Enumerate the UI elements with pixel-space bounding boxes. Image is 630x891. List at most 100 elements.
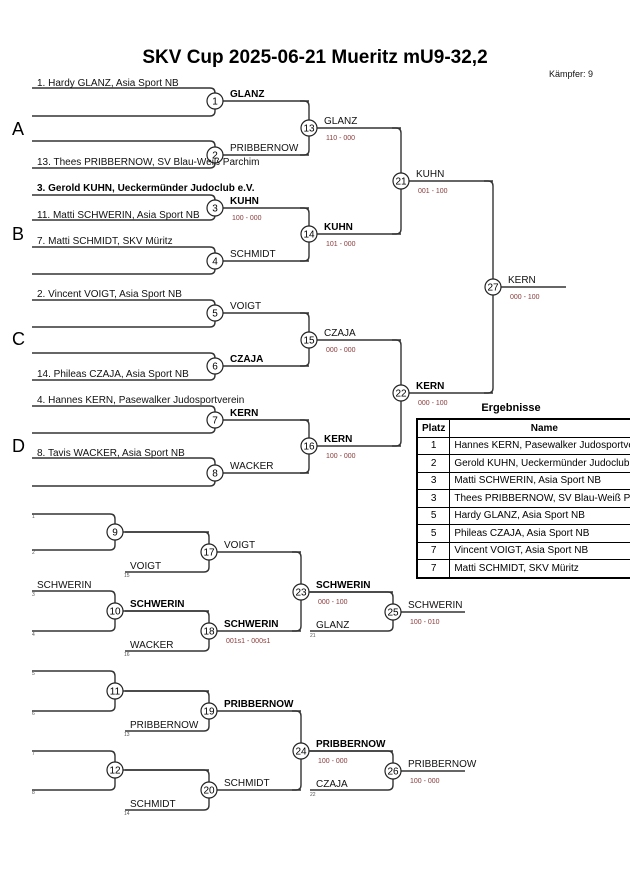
match-score: 000 - 100 (510, 294, 540, 301)
match-circle[interactable] (206, 199, 224, 217)
match-circle[interactable] (106, 682, 124, 700)
result-place: 1 (416, 436, 451, 455)
source-ref: 3 (32, 592, 35, 598)
bracket-line-12 (32, 750, 116, 791)
match-winner: PRIBBERNOW (316, 739, 386, 750)
match-15[interactable]: 15 (300, 331, 318, 349)
source-ref: 15 (124, 573, 130, 579)
match-18[interactable]: 18 (200, 622, 218, 640)
match-circle[interactable] (292, 583, 310, 601)
match-26[interactable]: 26 (384, 762, 402, 780)
match-circle[interactable] (384, 762, 402, 780)
match-circle[interactable] (206, 304, 224, 322)
match-11[interactable]: 11 (106, 682, 124, 700)
match-21[interactable]: 21 (392, 172, 410, 190)
result-place: 3 (416, 489, 451, 508)
match-14[interactable]: 14 (300, 225, 318, 243)
match-5[interactable]: 5 (206, 304, 224, 322)
match-24[interactable]: 24 (292, 742, 310, 760)
pool-d-label: D (12, 436, 25, 456)
bracket-line-4 (32, 246, 216, 275)
bracket-line-8 (32, 457, 216, 487)
source-ref: 13 (124, 732, 130, 738)
match-16[interactable]: 16 (300, 437, 318, 455)
result-name: Hardy GLANZ, Asia Sport NB (449, 506, 630, 525)
match-20[interactable]: 20 (200, 781, 218, 799)
match-circle[interactable] (200, 702, 218, 720)
match-1[interactable]: 1 (206, 92, 224, 110)
entry-fighter: 3. Gerold KUHN, Ueckermünder Judoclub e.… (37, 183, 255, 194)
repechage-entry: SCHMIDT (130, 799, 176, 810)
match-circle[interactable] (200, 781, 218, 799)
match-circle[interactable] (300, 225, 318, 243)
match-winner: PRIBBERNOW (224, 699, 294, 710)
match-27[interactable]: 27 (484, 278, 502, 296)
match-9[interactable]: 9 (106, 523, 124, 541)
entry-fighter: 1. Hardy GLANZ, Asia Sport NB (37, 78, 179, 89)
match-23[interactable]: 23 (292, 583, 310, 601)
match-circle[interactable] (106, 523, 124, 541)
match-circle[interactable] (206, 146, 224, 164)
match-circle[interactable] (300, 119, 318, 137)
match-circle[interactable] (106, 602, 124, 620)
match-circle[interactable] (392, 172, 410, 190)
match-circle[interactable] (484, 278, 502, 296)
match-circle[interactable] (384, 603, 402, 621)
match-winner: WACKER (230, 461, 274, 472)
entry-fighter: 13. Thees PRIBBERNOW, SV Blau-Weiß Parch… (37, 157, 259, 168)
match-19[interactable]: 19 (200, 702, 218, 720)
source-ref: 7 (32, 751, 35, 757)
match-number: 25 (387, 608, 399, 619)
match-17[interactable]: 17 (200, 543, 218, 561)
result-place: 7 (416, 559, 451, 578)
match-10[interactable]: 10 (106, 602, 124, 620)
match-6[interactable]: 6 (206, 357, 224, 375)
match-number: 22 (395, 389, 407, 400)
source-ref: 6 (32, 711, 35, 717)
match-circle[interactable] (106, 761, 124, 779)
match-circle[interactable] (206, 411, 224, 429)
match-25[interactable]: 25 (384, 603, 402, 621)
match-number: 23 (295, 588, 307, 599)
match-circle[interactable] (300, 331, 318, 349)
match-winner: SCHMIDT (224, 778, 270, 789)
match-4[interactable]: 4 (206, 252, 224, 270)
match-8[interactable]: 8 (206, 464, 224, 482)
source-ref: 2 (32, 550, 35, 556)
match-circle[interactable] (392, 384, 410, 402)
match-number: 24 (295, 747, 307, 758)
bracket-line-9 (32, 513, 116, 551)
match-circle[interactable] (200, 622, 218, 640)
match-22[interactable]: 22 (392, 384, 410, 402)
match-number: 7 (212, 416, 218, 427)
match-circle[interactable] (200, 543, 218, 561)
match-winner: KUHN (230, 196, 259, 207)
fighters-count: Kämpfer: 9 (549, 69, 593, 79)
match-13[interactable]: 13 (300, 119, 318, 137)
match-3[interactable]: 3 (206, 199, 224, 217)
pool-b-label: B (12, 224, 24, 244)
match-2[interactable]: 2 (206, 146, 224, 164)
match-circle[interactable] (206, 92, 224, 110)
match-winner: VOIGT (230, 301, 261, 312)
match-circle[interactable] (206, 357, 224, 375)
match-winner: SCHWERIN (224, 619, 278, 630)
match-winner: SCHWERIN (316, 580, 370, 591)
match-score: 100 - 000 (232, 215, 262, 222)
source-ref: 16 (124, 652, 130, 658)
match-winner: KERN (416, 381, 444, 392)
match-number: 5 (212, 309, 218, 320)
match-7[interactable]: 7 (206, 411, 224, 429)
match-circle[interactable] (206, 252, 224, 270)
match-circle[interactable] (292, 742, 310, 760)
repechage-entry: CZAJA (316, 779, 348, 790)
match-12[interactable]: 12 (106, 761, 124, 779)
match-circle[interactable] (300, 437, 318, 455)
match-circle[interactable] (206, 464, 224, 482)
source-ref: 14 (124, 811, 130, 817)
